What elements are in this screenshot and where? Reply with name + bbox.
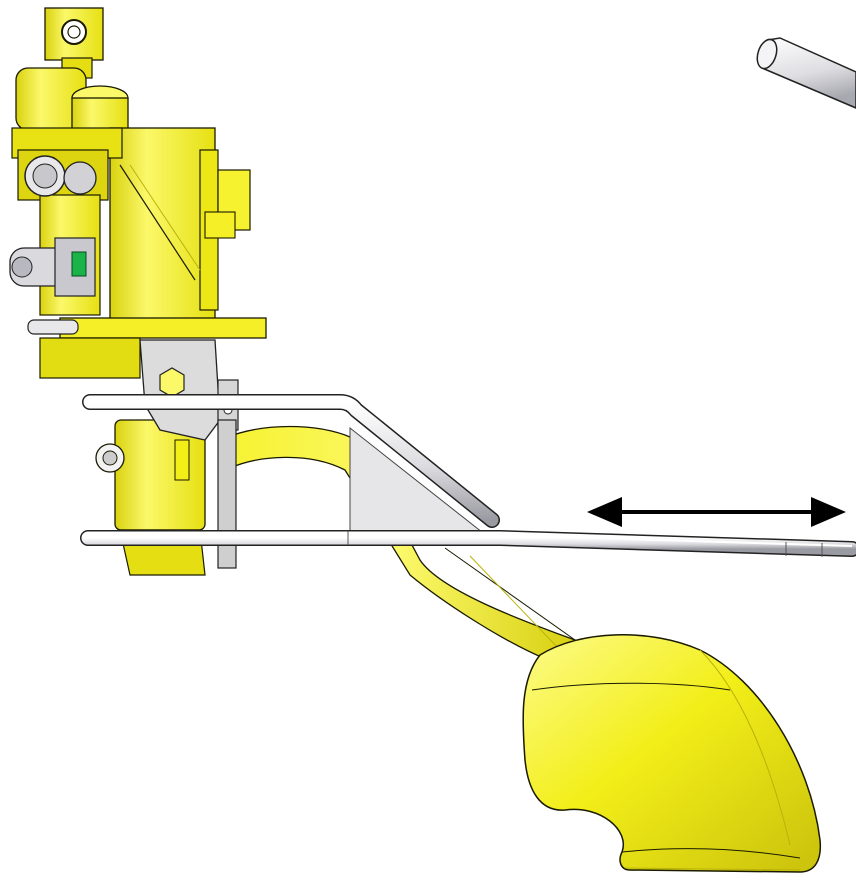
pipe-stub: [756, 37, 856, 109]
double-headed-arrow-icon: [587, 497, 846, 527]
bolt: [27, 211, 236, 335]
gear-wheel: [24, 155, 97, 197]
blade: [522, 634, 822, 873]
green-indicator-icon: [71, 251, 87, 277]
electrical-connector: [9, 237, 96, 297]
gusset-plate: [349, 426, 494, 541]
rod-frame: [80, 394, 856, 557]
